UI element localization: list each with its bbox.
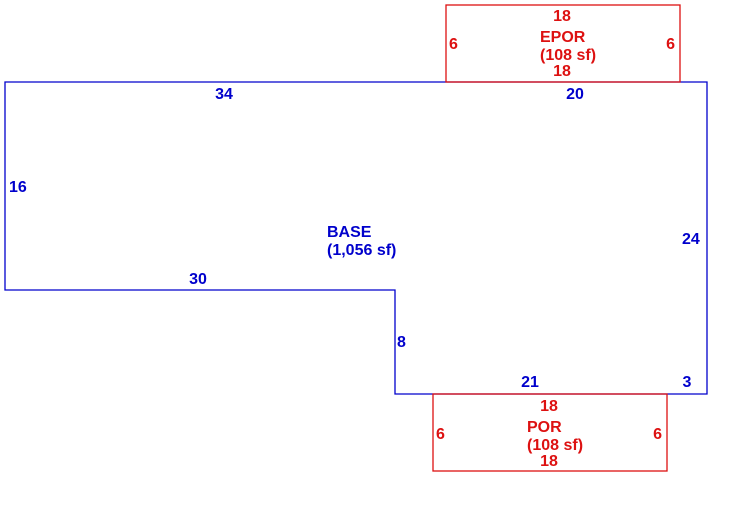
epor-dim-top: 18: [553, 8, 571, 25]
por-name-label: POR: [527, 419, 562, 436]
base-dim-top-right: 20: [566, 86, 584, 103]
por-outline: [432, 393, 668, 472]
base-dim-step-side: 8: [397, 334, 406, 351]
base-dim-right: 24: [682, 231, 700, 248]
epor-dim-left: 6: [449, 36, 458, 53]
epor-dim-right: 6: [666, 36, 675, 53]
base-name-label: BASE: [327, 224, 372, 241]
base-dim-bottom: 21: [521, 374, 539, 391]
epor-outline: [445, 4, 681, 83]
por-dim-right: 6: [653, 426, 662, 443]
epor-area-label: (108 sf): [540, 47, 596, 64]
base-dim-step-top: 30: [189, 271, 207, 288]
base-outline: [4, 81, 708, 395]
por-dim-top: 18: [540, 398, 558, 415]
epor-name-label: EPOR: [540, 29, 586, 46]
por-area-label: (108 sf): [527, 437, 583, 454]
epor-dim-bottom: 18: [553, 63, 571, 80]
por-dim-left: 6: [436, 426, 445, 443]
base-dim-top-left: 34: [215, 86, 233, 103]
base-dim-left: 16: [9, 179, 27, 196]
base-area-label: (1,056 sf): [327, 242, 396, 259]
por-dim-bottom: 18: [540, 453, 558, 470]
base-dim-bottom-right: 3: [683, 374, 692, 391]
